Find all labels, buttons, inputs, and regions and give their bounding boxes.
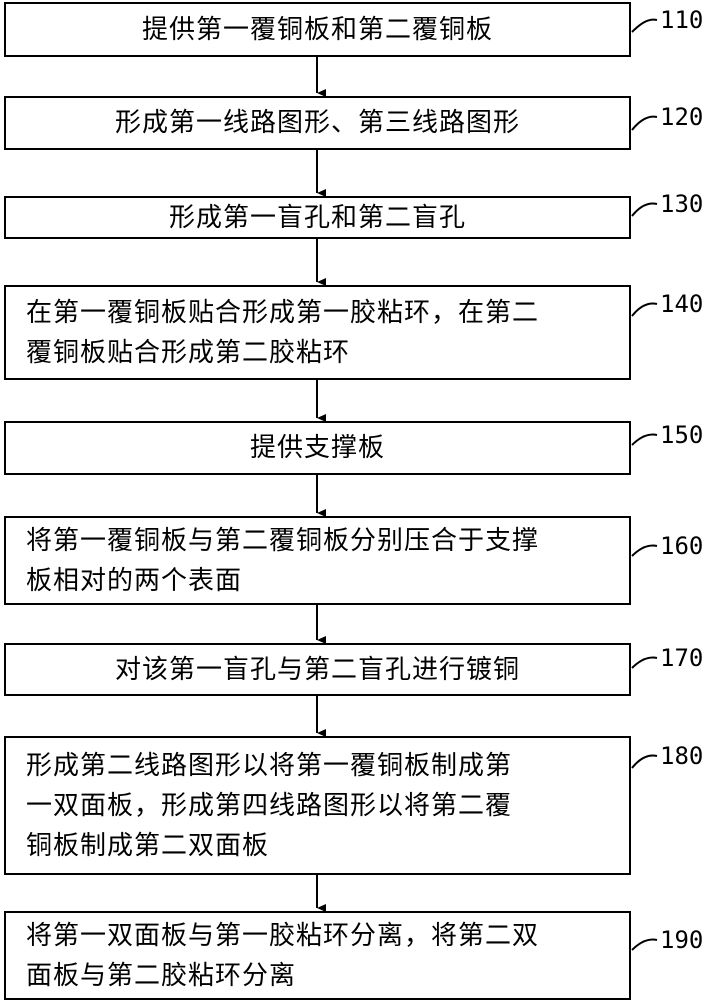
step-box-170: 对该第一盲孔与第二盲孔进行镀铜 [4,643,631,696]
step-number-190: 190 [660,926,703,954]
step-box-150: 提供支撑板 [4,421,631,475]
step-text-130: 形成第一盲孔和第二盲孔 [169,198,466,238]
leader-170 [632,657,657,668]
step-text-110: 提供第一覆铜板和第二覆铜板 [142,10,493,50]
leader-150 [632,434,657,445]
step-text-140: 在第一覆铜板贴合形成第一胶粘环，在第二 覆铜板贴合形成第二胶粘环 [26,293,539,373]
step-number-150: 150 [660,421,703,449]
step-box-130: 形成第一盲孔和第二盲孔 [4,196,631,239]
step-text-150: 提供支撑板 [250,428,385,468]
step-box-120: 形成第一线路图形、第三线路图形 [4,96,631,150]
step-number-120: 120 [660,103,703,131]
step-box-180: 形成第二线路图形以将第一覆铜板制成第 一双面板，形成第四线路图形以将第二覆 铜板… [4,736,631,875]
leader-160 [632,545,657,556]
step-text-180: 形成第二线路图形以将第一覆铜板制成第 一双面板，形成第四线路图形以将第二覆 铜板… [26,746,512,866]
step-number-160: 160 [660,532,703,560]
step-box-160: 将第一覆铜板与第二覆铜板分别压合于支撑 板相对的两个表面 [4,516,631,605]
leader-140 [632,304,657,317]
step-box-110: 提供第一覆铜板和第二覆铜板 [4,2,631,57]
step-text-120: 形成第一线路图形、第三线路图形 [115,103,520,143]
step-number-110: 110 [660,6,703,34]
step-number-140: 140 [660,290,703,318]
step-text-160: 将第一覆铜板与第二覆铜板分别压合于支撑 板相对的两个表面 [26,521,539,601]
step-text-170: 对该第一盲孔与第二盲孔进行镀铜 [115,650,520,690]
leader-190 [632,939,657,950]
leader-180 [632,756,657,769]
step-text-190: 将第一双面板与第一胶粘环分离，将第二双 面板与第二胶粘环分离 [26,916,539,996]
step-number-130: 130 [660,190,703,218]
step-number-170: 170 [660,644,703,672]
step-box-190: 将第一双面板与第一胶粘环分离，将第二双 面板与第二胶粘环分离 [4,911,631,1000]
step-box-140: 在第一覆铜板贴合形成第一胶粘环，在第二 覆铜板贴合形成第二胶粘环 [4,285,631,380]
leader-130 [632,204,657,217]
step-number-180: 180 [660,742,703,770]
leader-120 [632,117,657,130]
leader-110 [632,20,657,32]
